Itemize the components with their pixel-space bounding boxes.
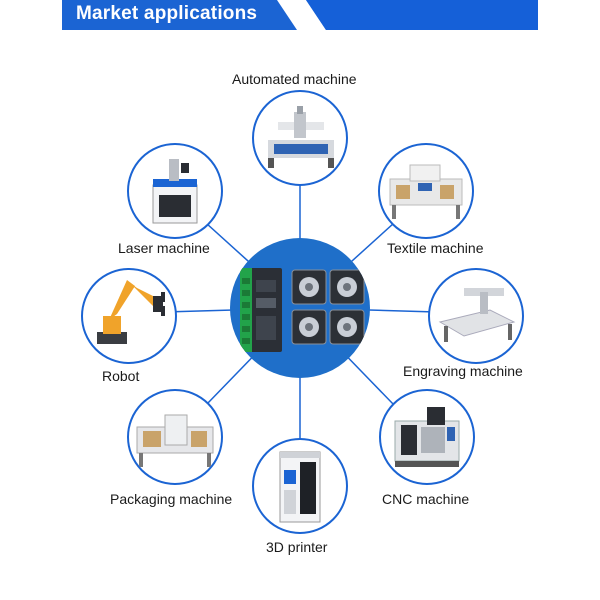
robot-arm-icon (97, 280, 165, 344)
label-engraving-machine: Engraving machine (403, 363, 523, 379)
node-robot (81, 268, 177, 364)
cnc-router-icon (268, 106, 334, 168)
label-robot: Robot (102, 368, 140, 384)
label-cnc-machine: CNC machine (382, 491, 470, 507)
label-laser-machine: Laser machine (118, 240, 210, 256)
packaging-machine-icon (136, 414, 214, 467)
node-laser-machine (127, 143, 223, 239)
node-engraving-machine (428, 268, 524, 364)
label-packaging-machine: Packaging machine (110, 491, 233, 507)
banner-background (62, 0, 538, 30)
label-3d-printer: 3D printer (266, 539, 328, 555)
node-textile-machine (378, 143, 474, 239)
node-3d-printer (252, 438, 348, 534)
textile-machine-icon (389, 164, 463, 219)
node-cnc-machine (379, 389, 475, 485)
label-automated-machine: Automated machine (232, 71, 357, 87)
stepper-driver-and-motors-icon (240, 268, 365, 352)
laser-machine-icon (152, 159, 198, 224)
page-title: Market applications (76, 3, 258, 24)
3d-printer-icon (279, 451, 321, 523)
central-hub (230, 238, 370, 378)
header-banner: Market applications (62, 0, 538, 30)
cnc-machine-icon (394, 407, 460, 467)
engraving-machine-icon (438, 288, 516, 342)
node-packaging-machine (127, 389, 223, 485)
label-textile-machine: Textile machine (387, 240, 484, 256)
node-automated-machine (252, 90, 348, 186)
